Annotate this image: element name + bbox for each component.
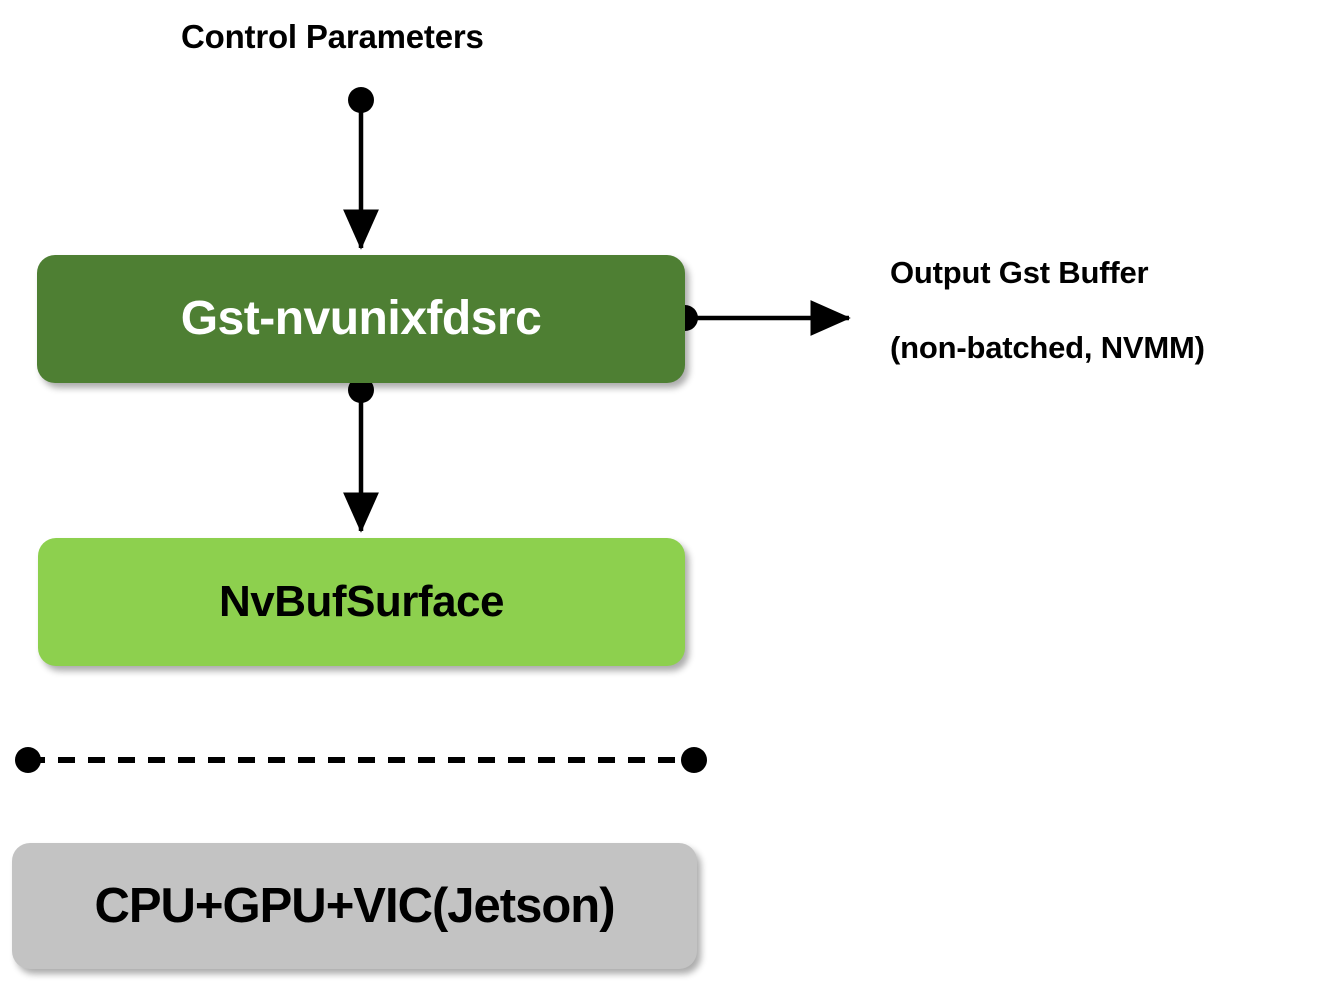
node-hardware-label: CPU+GPU+VIC(Jetson) xyxy=(94,878,615,933)
connector-dot xyxy=(348,87,374,113)
gst-output-arrow xyxy=(672,300,851,336)
node-gst-nvunixfdsrc-label: Gst-nvunixfdsrc xyxy=(180,292,542,345)
divider-dot-right xyxy=(681,747,707,773)
control-parameters-arrow xyxy=(343,87,379,250)
node-nvbufsurface[interactable]: NvBufSurface xyxy=(38,538,685,666)
node-hardware[interactable]: CPU+GPU+VIC(Jetson) xyxy=(12,843,697,969)
hardware-divider xyxy=(15,747,707,773)
output-buffer-label-line2: (non-batched, NVMM) xyxy=(890,330,1205,365)
node-gst-nvunixfdsrc[interactable]: Gst-nvunixfdsrc xyxy=(37,255,685,383)
divider-dot-left xyxy=(15,747,41,773)
gst-to-nvbufsurface-arrow xyxy=(343,377,379,533)
node-nvbufsurface-label: NvBufSurface xyxy=(219,577,504,626)
control-parameters-label: Control Parameters xyxy=(181,18,484,55)
output-buffer-label-line1: Output Gst Buffer xyxy=(890,255,1149,290)
